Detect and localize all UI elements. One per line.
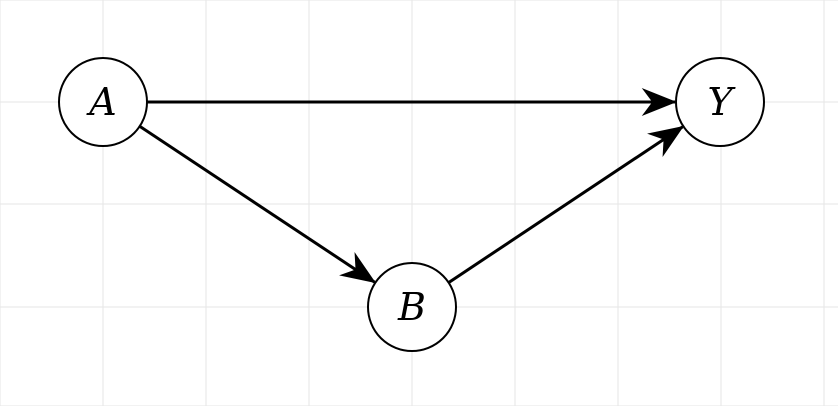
node-label: B [397,285,426,329]
node-circle [367,262,457,352]
node-a: A [58,57,148,147]
node-circle [675,57,765,147]
node-label: Y [707,80,736,124]
edges [138,88,684,284]
edge-b-to-y [447,125,684,284]
nodes: A Y B [58,57,765,352]
edge-a-to-b [138,125,376,284]
node-circle [58,57,148,147]
node-y: Y [675,57,765,147]
node-label: A [86,80,116,124]
node-b: B [367,262,457,352]
